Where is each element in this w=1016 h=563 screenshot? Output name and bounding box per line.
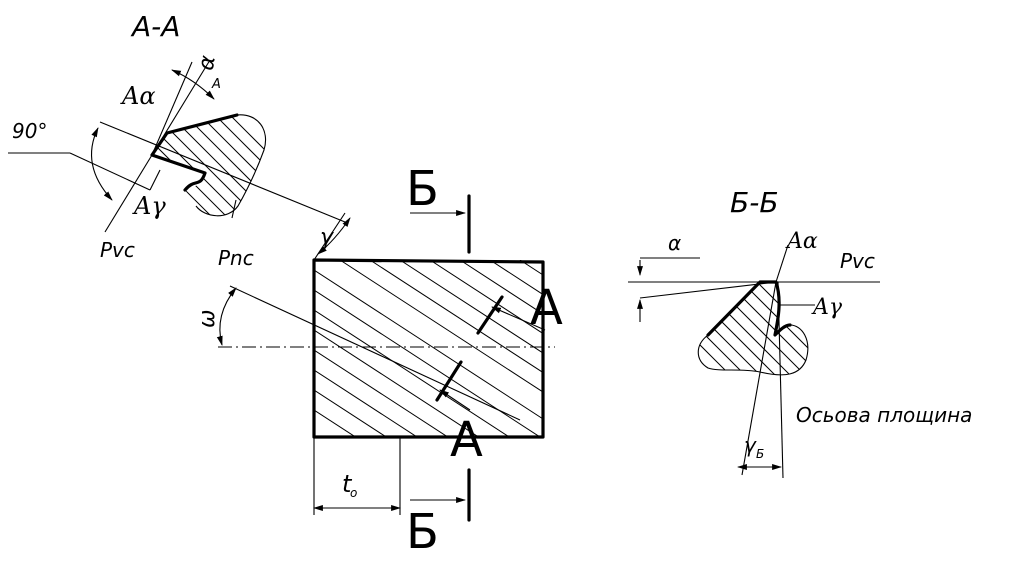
section-aa-a-gamma-label: Aγ xyxy=(132,192,166,220)
section-bb-rake-line xyxy=(741,281,777,476)
section-bb-gamma-label: γ xyxy=(744,433,757,457)
section-aa: А-А 90° Aα Aγ α А Pvc Pnc xyxy=(8,10,346,270)
section-a-mark-top xyxy=(476,295,504,335)
t0-label: t xyxy=(342,470,353,498)
section-bb-title: Б-Б xyxy=(730,186,779,219)
section-bb-pvc-label: Pvc xyxy=(840,249,875,273)
section-b-label-top: Б xyxy=(406,161,439,217)
section-aa-pvc-line xyxy=(104,154,153,233)
section-b-label-bottom: Б xyxy=(406,504,439,560)
section-aa-pnc-line xyxy=(99,121,346,223)
section-bb: Б-Б α Aα Pvc Aγ Осьова площина γ Б xyxy=(628,186,972,479)
section-aa-pnc-label: Pnc xyxy=(218,246,254,270)
section-aa-90-leader xyxy=(69,152,151,191)
main-view-gamma-label: γ xyxy=(320,225,334,250)
section-bb-axial-line xyxy=(777,281,784,479)
section-aa-alpha-label: α xyxy=(194,53,221,72)
section-aa-flank-line xyxy=(151,61,193,156)
section-a-mark-bottom xyxy=(435,360,463,402)
main-view-gamma-arc xyxy=(317,217,351,255)
main-view: γ ω t о А А Б Б xyxy=(195,161,563,560)
section-a-arrow-top xyxy=(491,306,546,331)
section-aa-agamma-leader xyxy=(149,169,161,191)
section-aa-pvc-label: Pvc xyxy=(100,238,135,262)
section-aa-pnc-leader xyxy=(231,199,237,219)
section-a-label-top: А xyxy=(530,280,563,336)
section-bb-cutting-edge xyxy=(706,280,792,337)
section-aa-90-arc xyxy=(91,127,113,201)
section-a-label-bottom: А xyxy=(450,412,483,468)
section-bb-a-alpha-leader xyxy=(775,244,789,283)
section-bb-alpha-line xyxy=(639,281,777,299)
main-view-omega-line xyxy=(229,285,521,421)
t0-sub: о xyxy=(350,486,357,500)
section-aa-alpha-sub: А xyxy=(211,77,221,92)
section-aa-cutting-edge xyxy=(150,113,239,192)
section-aa-title: А-А xyxy=(130,10,180,43)
section-aa-90-label: 90° xyxy=(12,119,47,143)
section-bb-a-gamma-label: Aγ xyxy=(811,295,843,320)
main-view-outline xyxy=(312,258,545,439)
main-view-omega-arc xyxy=(216,287,237,346)
section-aa-alpha-arc xyxy=(171,69,215,100)
section-bb-gamma-sub: Б xyxy=(756,447,764,461)
section-aa-a-alpha-label: Aα xyxy=(120,82,156,110)
section-bb-a-alpha-label: Aα xyxy=(785,229,818,254)
main-view-omega-label: ω xyxy=(195,310,220,328)
section-bb-alpha-label: α xyxy=(668,231,681,255)
section-bb-axial-plane-label: Осьова площина xyxy=(796,403,972,427)
section-aa-outline xyxy=(195,114,266,217)
section-a-arrow-bottom xyxy=(439,389,471,411)
